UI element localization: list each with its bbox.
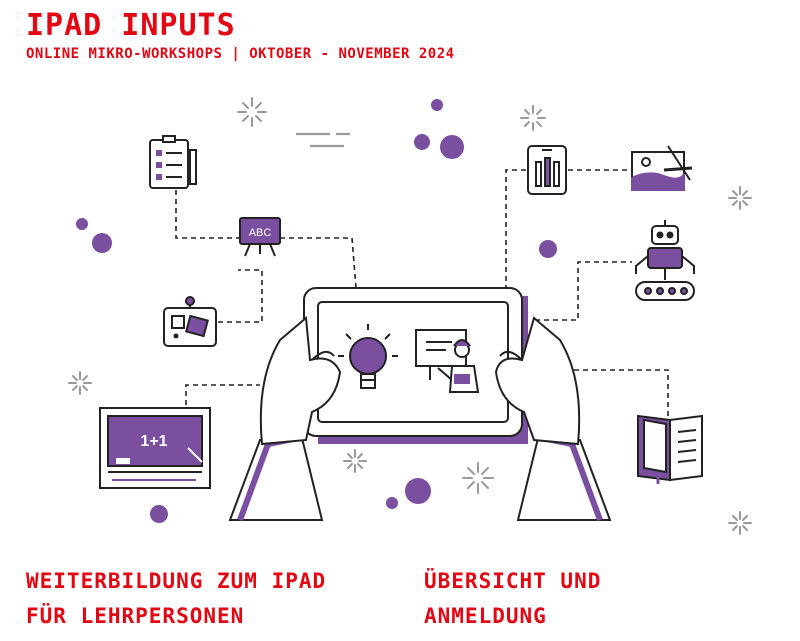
tablet-art-icon [527, 145, 567, 195]
drawing-tools-icon [631, 145, 693, 191]
footer-left-line1: WEITERBILDUNG ZUM IPAD [26, 569, 327, 593]
easel-abc-icon: ABC [239, 217, 281, 257]
chalkboard-label: 1+1 [140, 433, 167, 450]
footer-right-line1: ÜBERSICHT UND [424, 569, 602, 593]
pinboard-icon [163, 296, 217, 347]
footer-right-line2: ANMELDUNG [424, 604, 547, 628]
hands-holding-tablet [228, 287, 612, 522]
easel-label: ABC [249, 227, 272, 239]
chalkboard-math-icon: 1+1 [99, 407, 211, 489]
dashed-connectors [175, 169, 669, 416]
footer-link-training[interactable]: WEITERBILDUNG ZUM IPAD FÜR LEHRPERSONEN [26, 564, 326, 634]
dash-lines [296, 132, 350, 148]
page-subtitle: ONLINE MIKRO-WORKSHOPS | OKTOBER - NOVEM… [26, 46, 455, 62]
sparkle-icons [68, 97, 752, 535]
footer-link-overview[interactable]: ÜBERSICHT UND ANMELDUNG [424, 564, 601, 634]
page-title: IPAD INPUTS [26, 8, 236, 43]
teacher-presentation-icon [415, 329, 480, 393]
robot-icon [635, 220, 695, 301]
clipboard-checklist-icon [149, 135, 197, 189]
footer-left-line2: FÜR LEHRPERSONEN [26, 604, 245, 628]
purple-dots [76, 99, 557, 523]
open-book-icon [637, 414, 703, 484]
lightbulb-icon [338, 324, 398, 389]
